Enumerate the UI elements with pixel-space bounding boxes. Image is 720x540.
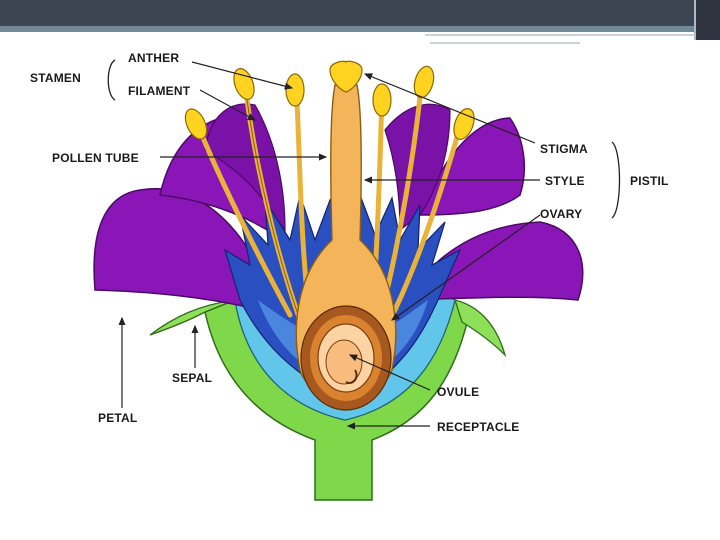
pointer-filament [199,89,257,121]
petals [93,103,584,311]
stamens [184,65,475,323]
label-stigma: STIGMA [540,142,588,156]
label-ovary: OVARY [540,207,582,221]
sepal-right [454,299,507,358]
sepal-left [149,299,236,336]
slide-header-bar [0,0,720,26]
filament-outline [244,81,301,321]
pointer-ovary [391,214,541,321]
pointer-ovule [348,354,431,391]
pointer-stigma [363,73,536,144]
label-petal: PETAL [98,411,137,425]
ovule-micropyle [345,369,358,384]
stamen-bracket [107,59,116,101]
label-receptacle: RECEPTACLE [437,420,519,434]
label-filament: FILAMENT [128,84,191,98]
anther [184,108,208,140]
label-ovule: OVULE [437,385,479,399]
anther [372,83,392,117]
anther [233,68,255,100]
anther [285,73,305,107]
label-style: STYLE [545,174,585,188]
filament [193,117,293,318]
petal-left [93,188,261,311]
slide-deco-line [425,34,695,36]
slide-corner-decoration [694,0,720,40]
label-stamen: STAMEN [30,71,81,85]
label-pollen-tube: POLLEN TUBE [52,151,139,165]
slide-deco-line [430,42,580,44]
label-anther: ANTHER [128,51,179,65]
pointer-anther [191,61,294,90]
slide-header-accent [0,26,720,32]
pointer-lines [118,61,541,430]
pistil-bracket [611,141,621,219]
anther [413,65,435,99]
petal-right [408,221,584,301]
label-sepal: SEPAL [172,371,212,385]
label-pistil: PISTIL [630,174,669,188]
pistil [295,60,397,411]
filament [387,117,465,323]
stigma [329,60,363,93]
ovule-inner [325,339,363,385]
